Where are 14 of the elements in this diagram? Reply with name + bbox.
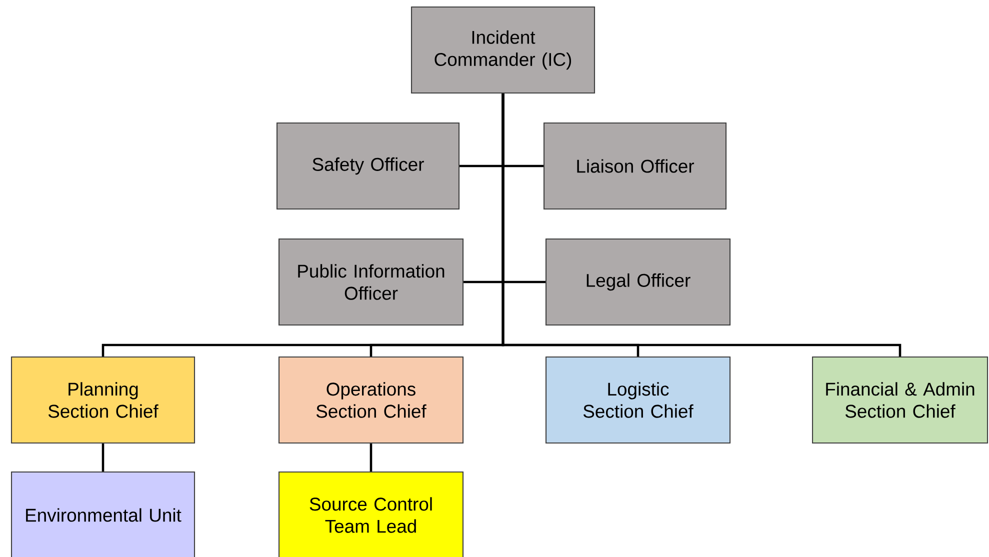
- role-box: Incident Commander (IC): [410, 6, 596, 94]
- connector-line: [102, 444, 104, 472]
- connector-line: [502, 94, 902, 356]
- role-box: Legal Officer: [545, 238, 731, 326]
- role-box: Operations Section Chief: [278, 356, 464, 444]
- role-box: Planning Section Chief: [10, 356, 196, 444]
- role-box: Environmental Unit: [10, 471, 196, 557]
- role-box: Financial & Admin Section Chief: [812, 356, 988, 444]
- role-box: Liaison Officer: [543, 122, 727, 210]
- role-box: Public Information Officer: [278, 238, 464, 326]
- connector-line: [370, 444, 372, 472]
- role-box: Safety Officer: [276, 122, 460, 210]
- role-box: Source Control Team Lead: [278, 471, 464, 557]
- role-box: Logistic Section Chief: [545, 356, 731, 444]
